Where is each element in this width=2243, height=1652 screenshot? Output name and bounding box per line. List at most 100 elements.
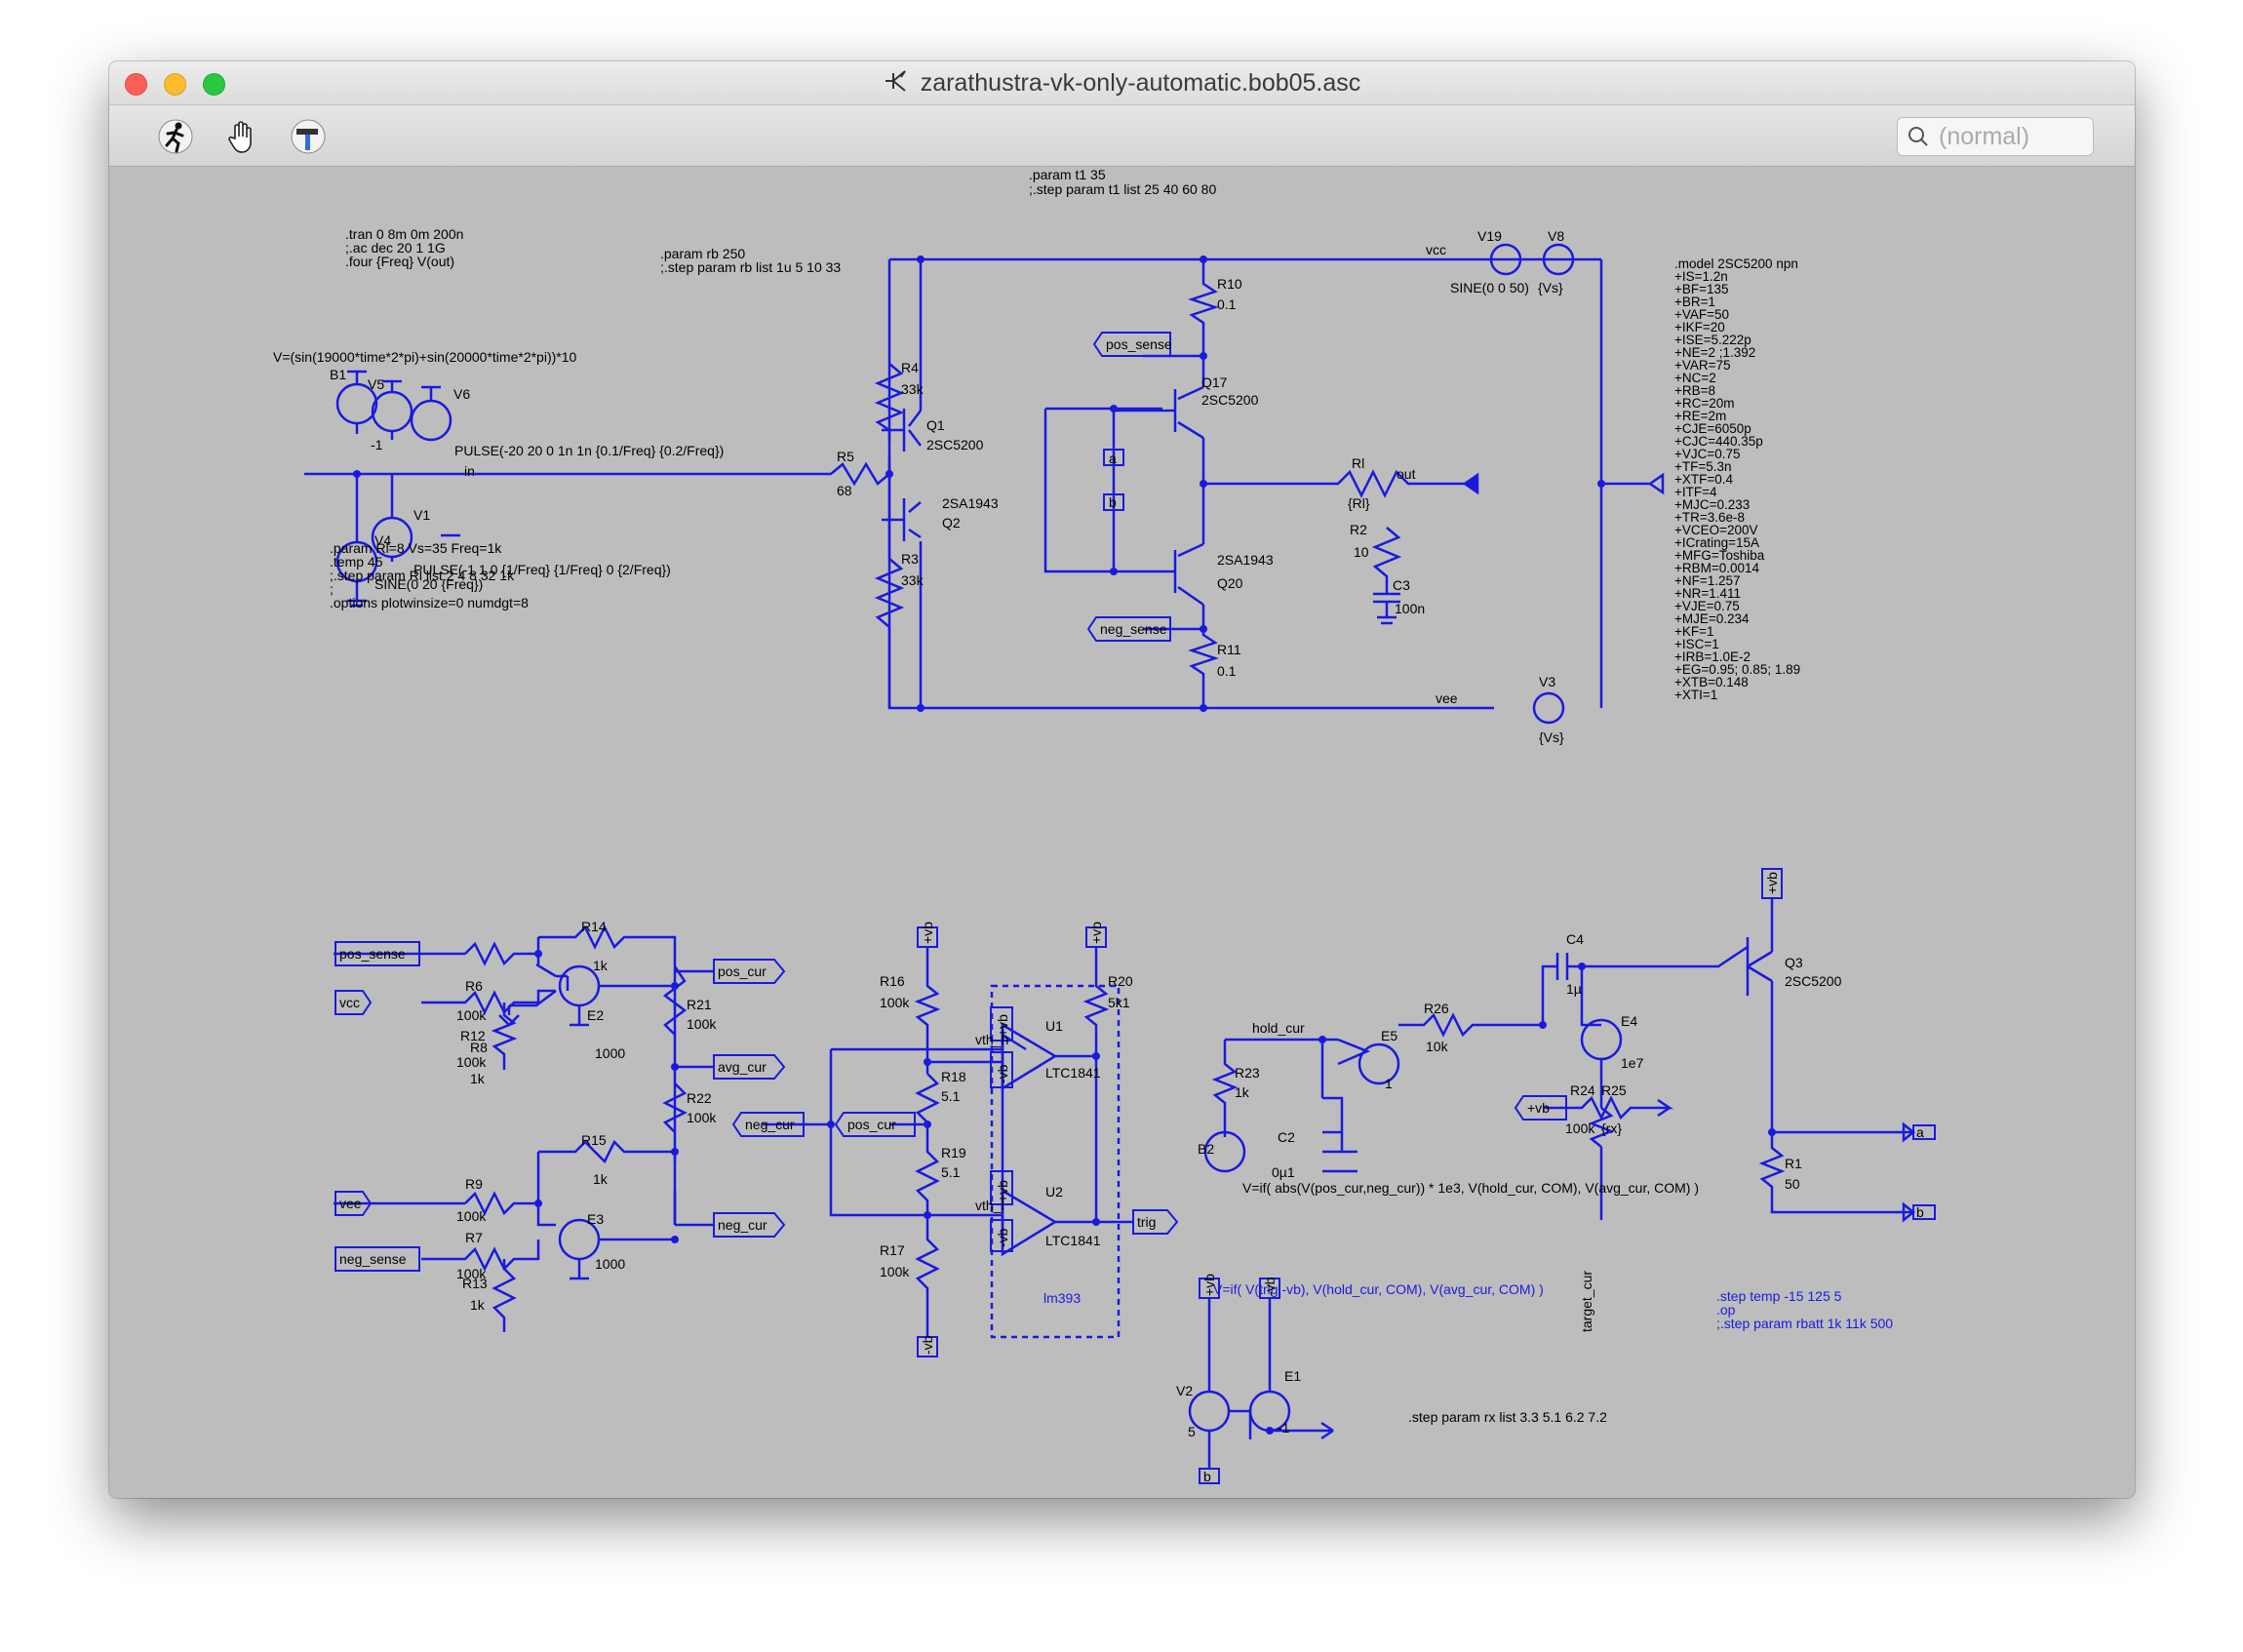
schematic-label: b (1203, 1469, 1211, 1484)
schematic-label: V4 (374, 532, 391, 548)
schematic-label: ;.step param t1 list 25 40 60 80 (1029, 181, 1216, 197)
schematic-label: R14 (581, 919, 607, 934)
schematic-label: V5 (368, 376, 384, 392)
schematic-label: +NE=2 ;1.392 (1674, 345, 1755, 360)
hammer-icon[interactable] (287, 115, 330, 158)
schematic-label: .op (1716, 1302, 1736, 1318)
schematic-label: neg_sense (339, 1251, 407, 1267)
window-title: zarathustra-vk-only-automatic.bob05.asc (884, 67, 1361, 99)
schematic-label: 100k (880, 995, 910, 1010)
schematic-label: +CJE=6050p (1674, 421, 1751, 436)
schematic-label: 5.1 (941, 1164, 961, 1180)
close-window-button[interactable] (125, 73, 147, 96)
schematic-label: R22 (687, 1090, 712, 1106)
schematic-label: 1k (470, 1297, 486, 1313)
schematic-label: pos_sense (1106, 336, 1172, 352)
search-input[interactable] (1937, 121, 2077, 152)
schematic-label: E1 (1284, 1368, 1301, 1384)
run-icon[interactable] (154, 115, 197, 158)
schematic-label: 100k (456, 1266, 487, 1281)
schematic-label: R7 (465, 1230, 483, 1245)
schematic-label: 100k (687, 1016, 717, 1032)
schematic-label: +ISC=1 (1674, 637, 1719, 651)
window-title-text: zarathustra-vk-only-automatic.bob05.asc (920, 68, 1361, 97)
schematic-label: lm393 (1043, 1290, 1081, 1306)
schematic-label: 2SC5200 (926, 437, 984, 452)
model-listing: .model 2SC5200 npn +IS=1.2n +BF=135 +BR=… (1674, 256, 1800, 702)
schematic-label: hold_cur (1252, 1020, 1305, 1036)
schematic-label: .param rb 250 (660, 246, 745, 261)
search-icon (1908, 126, 1929, 147)
schematic-label: 2SC5200 (1201, 392, 1259, 408)
zoom-window-button[interactable] (203, 73, 225, 96)
schematic-label: +VJE=0.75 (1674, 599, 1740, 613)
schematic-label: +IKF=20 (1674, 320, 1725, 334)
schematic-label: target_cur (1579, 1271, 1594, 1332)
schematic-canvas[interactable]: .param t1 35 ;.step param t1 list 25 40 … (109, 167, 2135, 1498)
schematic-label: +RB=8 (1674, 383, 1715, 398)
toolbar (109, 105, 2135, 167)
schematic-label: R17 (880, 1242, 905, 1258)
minimize-window-button[interactable] (164, 73, 186, 96)
schematic-label: V6 (453, 386, 470, 402)
schematic-label: ;.ac dec 20 1 1G (345, 240, 446, 256)
schematic-label: B2 (1198, 1141, 1214, 1157)
schematic-label: {Vs} (1539, 729, 1564, 745)
schematic-label: +RBM=0.0014 (1674, 561, 1760, 575)
schematic-label: 100k (456, 1007, 487, 1023)
schematic-drawing: .param t1 35 ;.step param t1 list 25 40 … (273, 167, 1936, 1484)
schematic-label: LTC1841 (1045, 1233, 1101, 1248)
schematic-label: +vb (995, 1180, 1010, 1202)
schematic-label: +XTF=0.4 (1674, 472, 1734, 487)
schematic-label: R19 (941, 1145, 966, 1160)
schematic-label: Rl (1352, 455, 1364, 471)
schematic-label: {rx} (1601, 1121, 1622, 1136)
schematic-label: +VAF=50 (1674, 307, 1729, 322)
schematic-label: 1µ (1566, 981, 1582, 997)
schematic-label: -vb (1262, 1277, 1278, 1296)
schematic-label: +XTI=1 (1674, 688, 1717, 702)
schematic-label: +ITF=4 (1674, 485, 1717, 499)
schematic-label: Q20 (1217, 575, 1243, 591)
schematic-label: 1e7 (1621, 1055, 1644, 1071)
schematic-label: +TF=5.3n (1674, 459, 1732, 474)
schematic-label: R2 (1350, 522, 1367, 537)
schematic-label: 100n (1395, 601, 1425, 616)
schematic-label: pos_cur (847, 1117, 896, 1132)
schematic-label: E4 (1621, 1013, 1637, 1029)
schematic-label: .param Rl=8 Vs=35 Freq=1k (330, 540, 502, 556)
schematic-label: R24 (1570, 1082, 1595, 1098)
schematic-label: .temp 45 (330, 554, 383, 570)
schematic-label: neg_cur (718, 1217, 767, 1233)
schematic-label: R23 (1235, 1065, 1260, 1081)
schematic-label: V8 (1548, 228, 1564, 244)
schematic-label: V3 (1539, 674, 1555, 689)
schematic-label: vth_l (975, 1198, 1004, 1213)
search-field[interactable] (1897, 117, 2094, 156)
schematic-label: 10 (1354, 544, 1369, 560)
schematic-label: 33k (901, 572, 925, 588)
schematic-label: R20 (1108, 973, 1133, 989)
schematic-label: PULSE(-1 1 0 {1/Freq} {1/Freq} 0 {2/Freq… (413, 562, 671, 577)
schematic-label: R10 (1217, 276, 1242, 292)
schematic-label: out (1397, 466, 1416, 482)
schematic-label: a (1109, 451, 1117, 466)
schematic-label: E5 (1381, 1028, 1397, 1043)
schematic-label: 1k (593, 958, 609, 973)
schematic-label: R12 (460, 1028, 486, 1043)
schematic-label: trig (1137, 1214, 1156, 1230)
schematic-label: 1000 (595, 1256, 625, 1272)
schematic-label: C2 (1278, 1129, 1295, 1145)
schematic-label: ;.step param rb list 1u 5 10 33 (660, 259, 841, 275)
hand-pan-icon[interactable] (220, 115, 263, 158)
schematic-label: 33k (901, 381, 925, 397)
schematic-label: Q17 (1201, 374, 1228, 390)
schematic-label: vcc (339, 995, 360, 1010)
schematic-label: -1 (1278, 1420, 1290, 1436)
schematic-file-icon (884, 67, 909, 99)
schematic-label: V=(sin(19000*time*2*pi)+sin(20000*time*2… (273, 349, 577, 365)
schematic-label: 0.1 (1217, 296, 1237, 312)
schematic-label: R26 (1424, 1001, 1449, 1016)
schematic-label: b (1916, 1204, 1924, 1220)
schematic-label: R8 (470, 1040, 488, 1055)
